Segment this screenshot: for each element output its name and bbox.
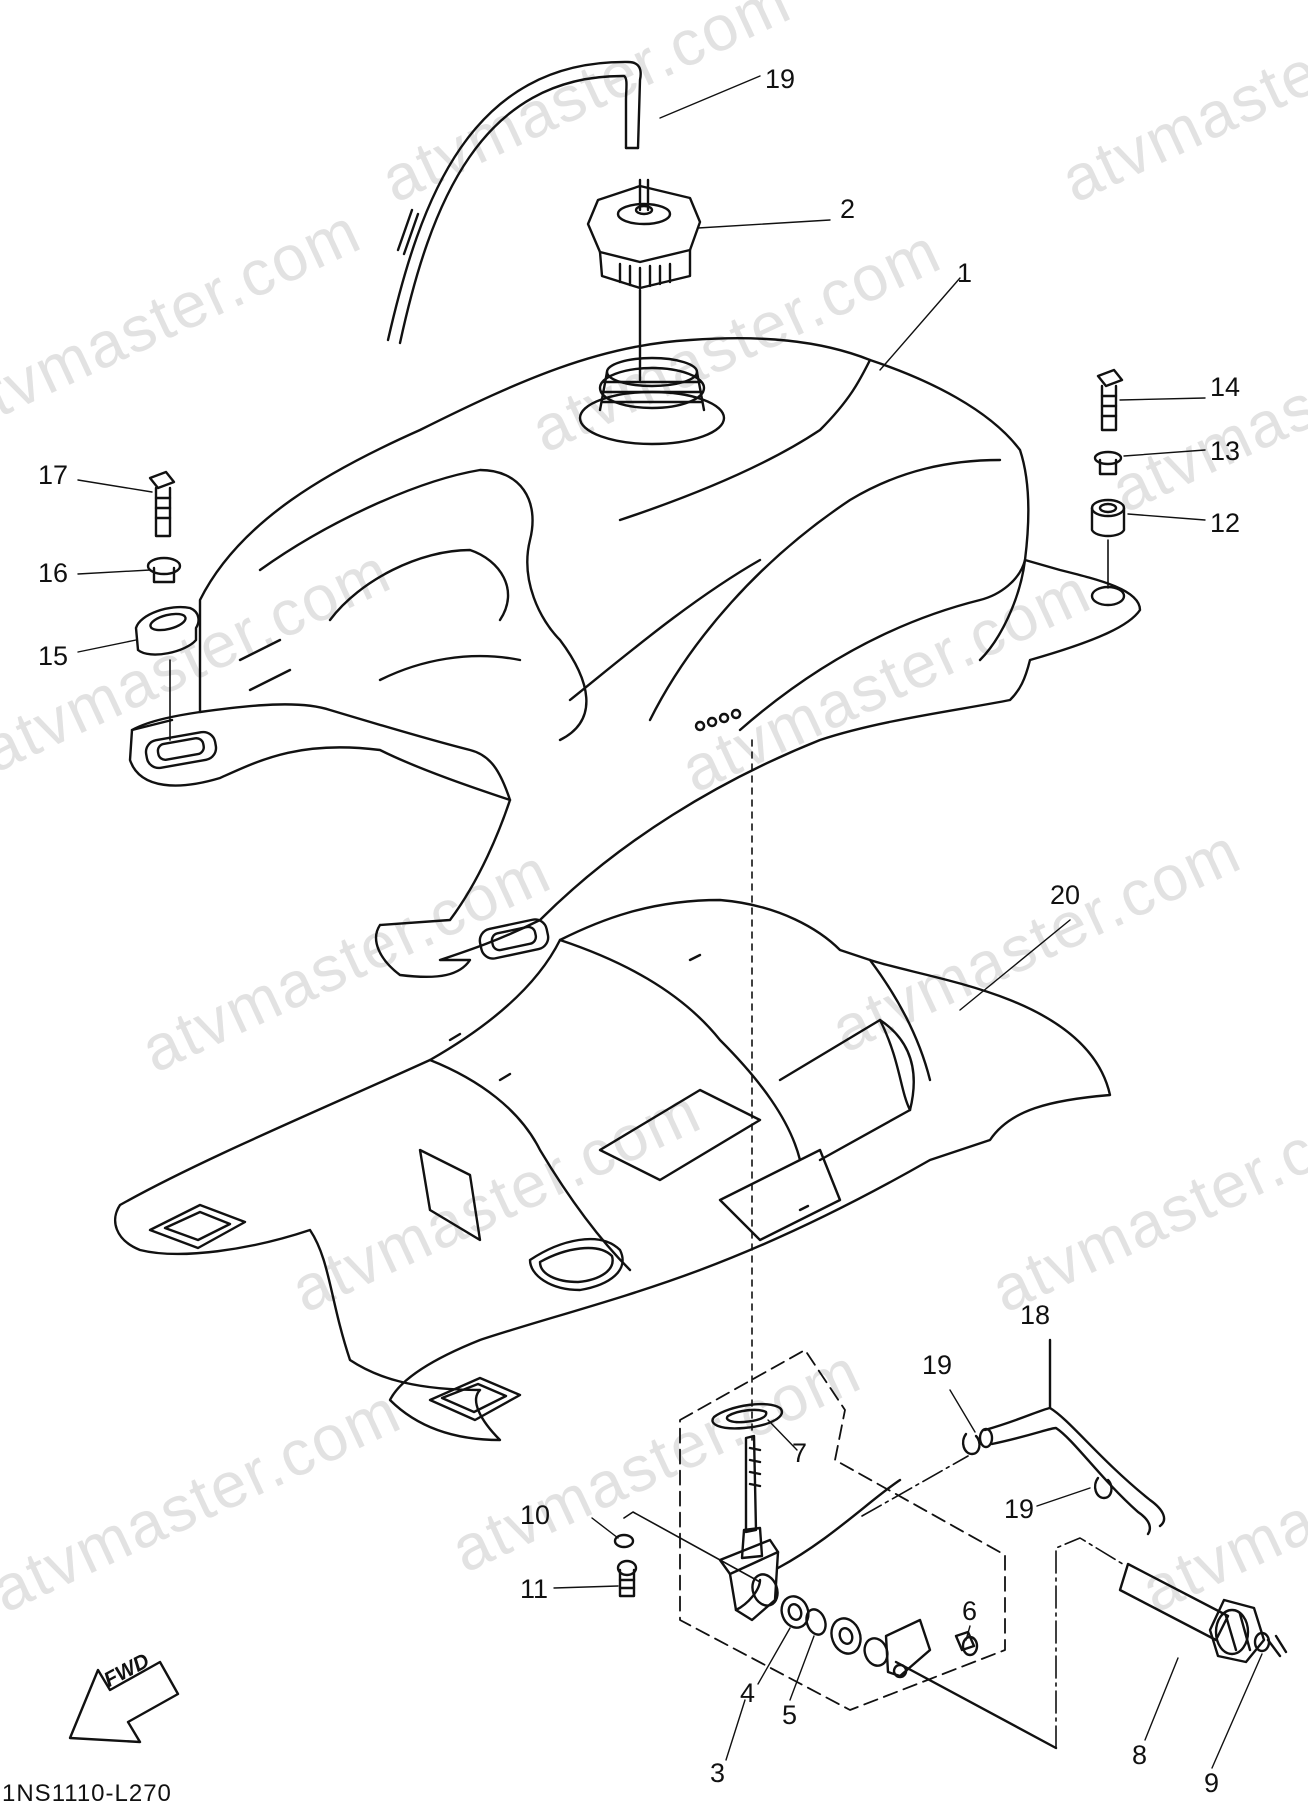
- leader-lines: [77, 75, 1263, 1769]
- fwd-arrow-icon: [68, 1660, 180, 1744]
- breather-hose-20: [386, 60, 642, 345]
- seal-4: [780, 1595, 810, 1629]
- fuel-hose-18: [978, 1338, 1166, 1536]
- fuel-cock-3: [718, 1434, 902, 1622]
- gasket-7: [711, 1402, 784, 1430]
- callout-10: 10: [520, 1500, 551, 1530]
- clip-19: [961, 1432, 981, 1456]
- screw-11: [616, 1559, 638, 1598]
- callout-19: 19: [922, 1350, 953, 1380]
- clip-19: [1093, 1476, 1113, 1500]
- fuel-cap-2: [586, 178, 702, 382]
- callout-5: 5: [782, 1700, 798, 1730]
- screw-9: [1253, 1631, 1288, 1658]
- strainer-8: [1118, 1562, 1266, 1664]
- callout-12: 12: [1210, 508, 1241, 538]
- callout-7: 7: [792, 1438, 808, 1468]
- diagram-code: 1NS1110-L270: [2, 1780, 172, 1807]
- callout-18: 18: [1020, 1300, 1051, 1330]
- damper-12: [1090, 498, 1126, 538]
- callout-15: 15: [38, 641, 69, 671]
- callout-1: 1: [957, 258, 973, 288]
- callout-14: 14: [1210, 372, 1241, 402]
- callout-9: 9: [1204, 1768, 1220, 1798]
- assembly-line: [861, 1455, 969, 1517]
- damper-15: [134, 605, 200, 656]
- callout-17: 17: [38, 460, 69, 490]
- assembly-line: [623, 1511, 761, 1583]
- assembly-group-outline: [679, 1349, 1006, 1711]
- callout-4: 4: [740, 1678, 756, 1708]
- bolt-14: [1096, 368, 1124, 432]
- callout-16: 16: [38, 558, 69, 588]
- callout-13: 13: [1210, 436, 1241, 466]
- washer-10: [613, 1533, 635, 1549]
- callout-8: 8: [1132, 1740, 1148, 1770]
- callout-21: 20: [1050, 880, 1081, 910]
- callout-20: 19: [765, 64, 796, 94]
- callout-3: 3: [710, 1758, 726, 1788]
- callout-2: 2: [840, 194, 856, 224]
- callout-19: 19: [1004, 1494, 1035, 1524]
- collar-13: [1093, 450, 1123, 476]
- fuel-tank-1: [128, 337, 1142, 979]
- lever-parts: [830, 1617, 1058, 1750]
- assembly-line: [1055, 1537, 1127, 1749]
- callout-6: 6: [962, 1596, 978, 1626]
- collar-16: [146, 556, 182, 584]
- o-ring-5: [805, 1608, 827, 1636]
- cover-21: [113, 898, 1112, 1442]
- callout-11: 11: [520, 1574, 549, 1604]
- bolt-17: [148, 470, 176, 538]
- screw-6: [954, 1630, 979, 1657]
